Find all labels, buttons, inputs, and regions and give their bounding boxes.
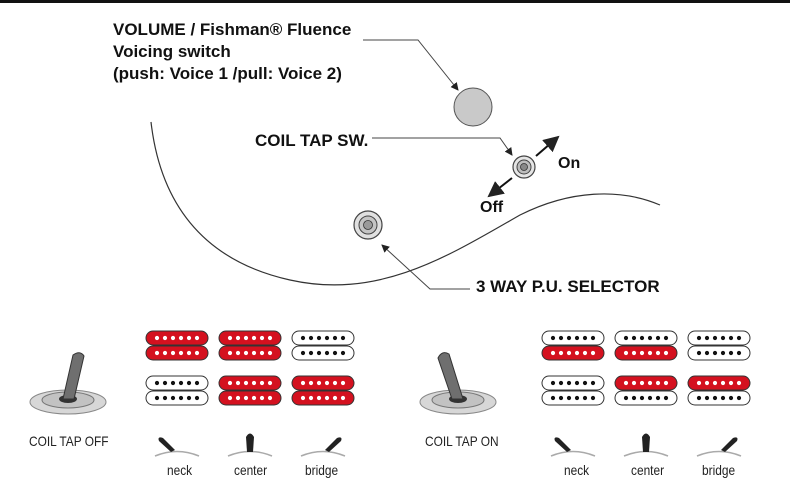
coil-tap-off-title: COIL TAP OFF bbox=[29, 433, 109, 449]
coil-tap-switch[interactable] bbox=[512, 155, 536, 179]
volume-callout-line1: VOLUME / Fishman® Fluence bbox=[113, 20, 352, 39]
pickup-selector-knob[interactable] bbox=[353, 210, 383, 240]
pickup-coil-bridge-top-lower bbox=[291, 345, 355, 361]
selector-lever-bridge bbox=[300, 437, 346, 457]
pickup-coil-neck-bottom-upper bbox=[145, 375, 209, 391]
toggle-switch-on-illustration bbox=[419, 352, 497, 415]
selector-lever-neck bbox=[550, 437, 596, 457]
panel-on-center-label: center bbox=[631, 462, 665, 478]
pickup-coil-neck-bottom-lower bbox=[541, 390, 605, 406]
pickup-coil-neck-bottom-upper bbox=[541, 375, 605, 391]
coil-tap-on-title: COIL TAP ON bbox=[425, 433, 499, 449]
off-label: Off bbox=[480, 199, 504, 216]
pickup-coil-bridge-top-upper bbox=[291, 330, 355, 346]
off-arrow bbox=[487, 177, 513, 198]
volume-callout-line3: (push: Voice 1 /pull: Voice 2) bbox=[113, 64, 342, 83]
pickup-coil-center-top-upper bbox=[218, 330, 282, 346]
pickup-coil-bridge-top-upper bbox=[687, 330, 751, 346]
pickup-coil-center-bottom-upper bbox=[218, 375, 282, 391]
selector-lever-center bbox=[623, 433, 669, 457]
selector-leader-line bbox=[381, 244, 470, 290]
pickup-coil-neck-top-lower bbox=[145, 345, 209, 361]
pickup-coil-center-top-upper bbox=[614, 330, 678, 346]
position-levers bbox=[154, 433, 742, 457]
selector-lever-center bbox=[227, 433, 273, 457]
volume-knob[interactable] bbox=[453, 87, 493, 127]
toggle-switch-off-illustration bbox=[29, 352, 107, 415]
on-label: On bbox=[558, 155, 581, 172]
selector-callout: 3 WAY P.U. SELECTOR bbox=[476, 277, 660, 296]
pickup-coil-bridge-top-lower bbox=[687, 345, 751, 361]
pickup-coil-neck-top-upper bbox=[541, 330, 605, 346]
panel-off-center-label: center bbox=[234, 462, 268, 478]
panel-off-neck-label: neck bbox=[167, 462, 193, 478]
pickup-coil-bridge-bottom-upper bbox=[687, 375, 751, 391]
selector-lever-bridge bbox=[696, 437, 742, 457]
on-arrow bbox=[535, 135, 560, 157]
pickup-coil-neck-top-upper bbox=[145, 330, 209, 346]
selector-lever-neck bbox=[154, 437, 200, 457]
pickup-coil-bridge-bottom-upper bbox=[291, 375, 355, 391]
pickup-diagrams bbox=[145, 330, 751, 406]
coil-tap-callout: COIL TAP SW. bbox=[255, 131, 369, 150]
pickup-coil-bridge-bottom-lower bbox=[291, 390, 355, 406]
pickup-coil-center-bottom-upper bbox=[614, 375, 678, 391]
pickup-coil-bridge-bottom-lower bbox=[687, 390, 751, 406]
pickup-coil-center-top-lower bbox=[614, 345, 678, 361]
volume-callout-line2: Voicing switch bbox=[113, 42, 231, 61]
pickup-coil-center-top-lower bbox=[218, 345, 282, 361]
panel-on-neck-label: neck bbox=[564, 462, 590, 478]
panel-off-bridge-label: bridge bbox=[305, 462, 339, 478]
pickup-coil-neck-top-lower bbox=[541, 345, 605, 361]
pickup-coil-center-bottom-lower bbox=[614, 390, 678, 406]
guitar-body-outline bbox=[150, 121, 661, 286]
pickup-coil-neck-bottom-lower bbox=[145, 390, 209, 406]
pickup-coil-center-bottom-lower bbox=[218, 390, 282, 406]
volume-callout: VOLUME / Fishman® Fluence Voicing switch… bbox=[113, 19, 351, 85]
volume-leader-line bbox=[363, 39, 459, 91]
top-border bbox=[0, 0, 790, 3]
panel-on-bridge-label: bridge bbox=[702, 462, 736, 478]
coil-tap-leader-line bbox=[372, 137, 513, 156]
